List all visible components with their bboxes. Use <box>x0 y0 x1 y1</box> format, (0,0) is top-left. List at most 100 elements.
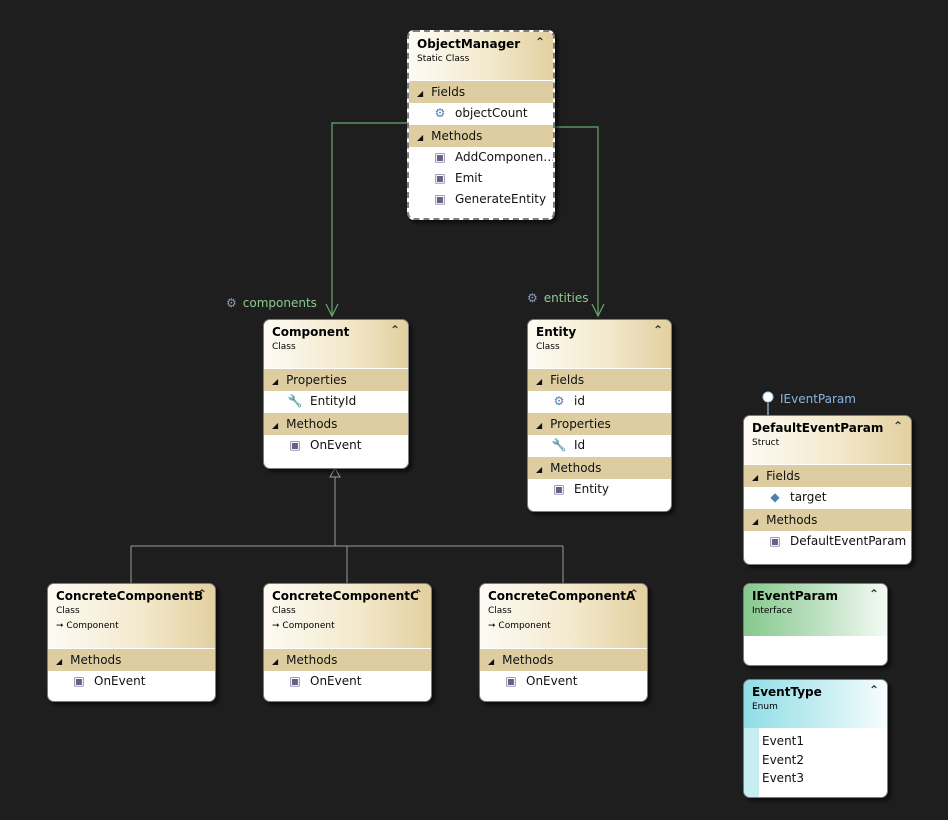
interface-box-ieventparam[interactable]: IEventParam Interface ⌃ <box>743 583 888 666</box>
arrow-right-icon: ➞ <box>272 621 283 631</box>
triangle-down-icon[interactable]: ◢ <box>752 517 759 526</box>
section-methods[interactable]: ◢Methods <box>409 125 553 147</box>
enum-value[interactable]: Event2 <box>762 752 805 767</box>
member-property[interactable]: 🔧Id <box>528 435 671 456</box>
base-class-label: ➞ Component <box>272 621 335 631</box>
inheritance-arrowhead <box>329 466 341 478</box>
class-header[interactable]: ObjectManager Static Class ⌃ <box>409 32 553 80</box>
class-title: ConcreteComponentA <box>488 589 636 603</box>
double-chevron-up-icon[interactable]: ⌃ <box>534 35 545 49</box>
section-methods[interactable]: ◢Methods <box>528 457 671 479</box>
class-title: ConcreteComponentC <box>272 589 419 603</box>
member-method[interactable]: ▣OnEvent <box>480 671 647 692</box>
class-kind: Interface <box>752 606 793 616</box>
class-kind: Class <box>272 342 296 352</box>
double-chevron-up-icon[interactable]: ⌃ <box>892 419 903 433</box>
field-lock-icon: ⚙ <box>553 394 565 408</box>
enum-box-eventtype[interactable]: EventType Enum ⌃ Event1 Event2 Event3 <box>743 679 888 798</box>
class-kind: Static Class <box>417 54 470 64</box>
field-icon: ◆ <box>770 490 780 504</box>
double-chevron-up-icon[interactable]: ⌃ <box>389 323 400 337</box>
class-kind: Class <box>272 606 296 616</box>
member-method[interactable]: ▣GenerateEntity <box>409 189 553 210</box>
association-components-line[interactable] <box>331 122 409 316</box>
member-method[interactable]: ▣Emit <box>409 168 553 189</box>
wrench-icon: 🔧 <box>287 394 303 408</box>
section-methods[interactable]: ◢Methods <box>48 649 215 671</box>
triangle-down-icon[interactable]: ◢ <box>272 657 279 666</box>
cube-icon: ▣ <box>505 674 517 688</box>
member-field[interactable]: ⚙objectCount <box>409 103 553 124</box>
class-header[interactable]: ConcreteComponentB Class ➞ Component ⌃ <box>48 584 215 648</box>
class-title: ObjectManager <box>417 37 521 51</box>
section-properties[interactable]: ◢Properties <box>528 413 671 435</box>
member-method[interactable]: ▣OnEvent <box>264 435 408 456</box>
section-methods[interactable]: ◢Methods <box>264 649 431 671</box>
class-header[interactable]: EventType Enum ⌃ <box>744 680 887 728</box>
member-method[interactable]: ▣OnEvent <box>264 671 431 692</box>
triangle-down-icon[interactable]: ◢ <box>272 377 279 386</box>
association-label-components[interactable]: ⚙components <box>226 296 317 310</box>
enum-bar <box>744 728 759 797</box>
field-lock-icon: ⚙ <box>434 106 446 120</box>
section-properties[interactable]: ◢Properties <box>264 369 408 391</box>
lollipop-circle[interactable] <box>762 391 774 403</box>
member-field[interactable]: ⚙id <box>528 391 671 412</box>
double-chevron-up-icon[interactable]: ⌃ <box>628 587 639 601</box>
section-fields[interactable]: ◢Fields <box>409 81 553 103</box>
section-methods[interactable]: ◢Methods <box>480 649 647 671</box>
member-method[interactable]: ▣Entity <box>528 479 671 500</box>
class-box-concretecomponentb[interactable]: ConcreteComponentB Class ➞ Component ⌃ ◢… <box>47 583 216 702</box>
member-method[interactable]: ▣DefaultEventParam <box>744 531 911 552</box>
member-property[interactable]: 🔧EntityId <box>264 391 408 412</box>
cube-icon: ▣ <box>553 482 565 496</box>
triangle-down-icon[interactable]: ◢ <box>417 133 424 142</box>
section-fields[interactable]: ◢Fields <box>528 369 671 391</box>
section-methods[interactable]: ◢Methods <box>744 509 911 531</box>
enum-value[interactable]: Event1 <box>762 734 805 748</box>
section-fields[interactable]: ◢Fields <box>744 465 911 487</box>
cube-icon: ▣ <box>434 192 446 206</box>
class-kind: Class <box>56 606 80 616</box>
class-title: EventType <box>752 685 822 699</box>
section-methods[interactable]: ◢Methods <box>264 413 408 435</box>
association-entities-line[interactable] <box>550 126 599 316</box>
class-box-component[interactable]: Component Class ⌃ ◢Properties 🔧EntityId … <box>263 319 409 469</box>
double-chevron-up-icon[interactable]: ⌃ <box>652 323 663 337</box>
class-title: Component <box>272 325 350 339</box>
association-label-entities[interactable]: ⚙entities <box>527 291 589 305</box>
cube-icon: ▣ <box>434 150 446 164</box>
class-header[interactable]: ConcreteComponentC Class ➞ Component ⌃ <box>264 584 431 648</box>
class-box-defaulteventparam[interactable]: DefaultEventParam Struct ⌃ ◢Fields ◆targ… <box>743 415 912 565</box>
class-box-concretecomponentc[interactable]: ConcreteComponentC Class ➞ Component ⌃ ◢… <box>263 583 432 702</box>
class-header[interactable]: Entity Class ⌃ <box>528 320 671 368</box>
double-chevron-up-icon[interactable]: ⌃ <box>868 683 879 697</box>
class-header[interactable]: Component Class ⌃ <box>264 320 408 368</box>
double-chevron-up-icon[interactable]: ⌃ <box>868 587 879 601</box>
class-box-entity[interactable]: Entity Class ⌃ ◢Fields ⚙id ◢Properties 🔧… <box>527 319 672 512</box>
triangle-down-icon[interactable]: ◢ <box>488 657 495 666</box>
triangle-down-icon[interactable]: ◢ <box>752 473 759 482</box>
member-method[interactable]: ▣OnEvent <box>48 671 215 692</box>
triangle-down-icon[interactable]: ◢ <box>272 421 279 430</box>
class-kind: Enum <box>752 702 778 712</box>
triangle-down-icon[interactable]: ◢ <box>536 465 543 474</box>
member-method[interactable]: ▣AddComponen… <box>409 147 553 168</box>
member-field[interactable]: ◆target <box>744 487 911 508</box>
class-header[interactable]: IEventParam Interface ⌃ <box>744 584 887 636</box>
double-chevron-up-icon[interactable]: ⌃ <box>412 587 423 601</box>
class-box-concretecomponenta[interactable]: ConcreteComponentA Class ➞ Component ⌃ ◢… <box>479 583 648 702</box>
class-box-objectmanager[interactable]: ObjectManager Static Class ⌃ ◢Fields ⚙ob… <box>407 30 555 220</box>
wrench-icon: 🔧 <box>551 438 567 452</box>
triangle-down-icon[interactable]: ◢ <box>536 421 543 430</box>
implements-label[interactable]: IEventParam <box>780 392 856 406</box>
class-header[interactable]: ConcreteComponentA Class ➞ Component ⌃ <box>480 584 647 648</box>
triangle-down-icon[interactable]: ◢ <box>56 657 63 666</box>
field-lock-icon: ⚙ <box>527 291 538 305</box>
cube-icon: ▣ <box>434 171 446 185</box>
triangle-down-icon[interactable]: ◢ <box>536 377 543 386</box>
enum-value[interactable]: Event3 <box>762 771 805 785</box>
double-chevron-up-icon[interactable]: ⌃ <box>196 587 207 601</box>
triangle-down-icon[interactable]: ◢ <box>417 89 424 98</box>
class-header[interactable]: DefaultEventParam Struct ⌃ <box>744 416 911 464</box>
